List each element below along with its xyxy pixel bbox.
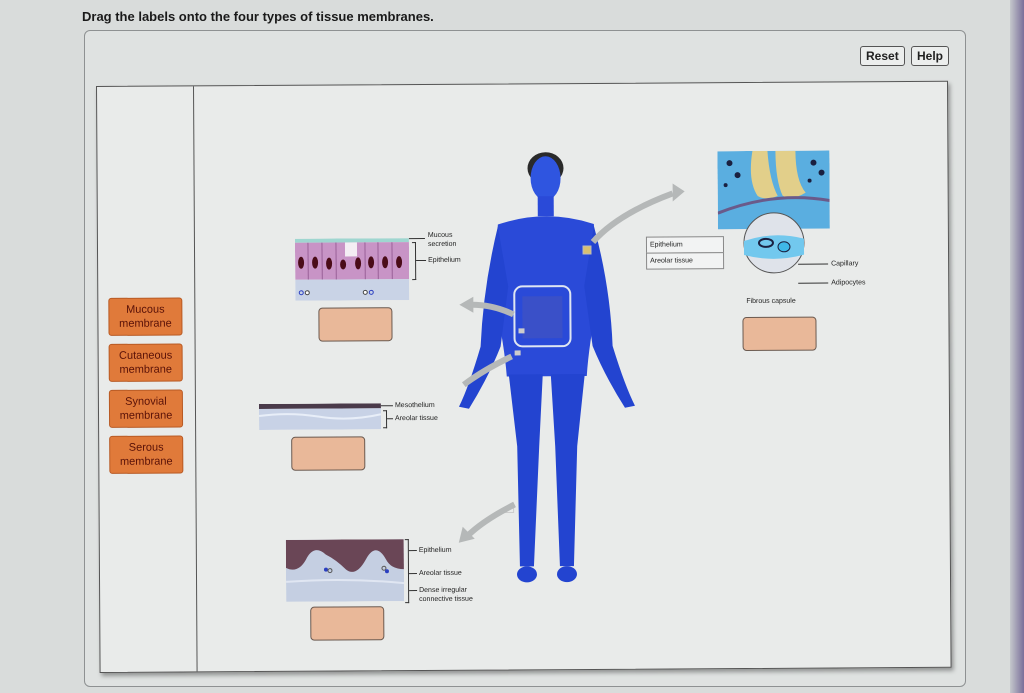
instruction-text: Drag the labels onto the four types of t… bbox=[82, 9, 434, 24]
annotation-fibrous-capsule: Fibrous capsule bbox=[746, 297, 796, 306]
label-cutaneous-membrane[interactable]: Cutaneous membrane bbox=[108, 343, 183, 382]
leader-line bbox=[408, 573, 417, 575]
pointer-arrows bbox=[458, 183, 685, 543]
annotation-areolar-tissue: Areolar tissue bbox=[395, 414, 438, 423]
reset-button[interactable]: Reset bbox=[860, 46, 905, 66]
label-bank: Mucous membrane Cutaneous membrane Synov… bbox=[97, 86, 198, 672]
serous-membrane-illustration bbox=[258, 403, 382, 431]
label-synovial-membrane[interactable]: Synovial membrane bbox=[108, 389, 184, 428]
leader-line bbox=[798, 263, 829, 265]
drag-drop-workspace: Mucous membrane Cutaneous membrane Synov… bbox=[96, 80, 952, 673]
dropzone-synovial[interactable] bbox=[742, 316, 817, 352]
leader-line bbox=[380, 405, 393, 407]
synovial-membrane-illustration bbox=[717, 150, 830, 276]
annotation-adipocytes: Adipocytes bbox=[831, 279, 866, 287]
screen-edge bbox=[1010, 0, 1024, 693]
leader-line bbox=[409, 590, 418, 592]
leader-line bbox=[416, 259, 427, 262]
bracket bbox=[382, 410, 388, 429]
leader-line bbox=[408, 237, 425, 240]
label-serous-membrane[interactable]: Serous membrane bbox=[109, 435, 184, 474]
dropzone-serous[interactable] bbox=[291, 436, 366, 471]
dropzone-mucous[interactable] bbox=[318, 307, 393, 342]
human-body-figure bbox=[437, 146, 650, 587]
annotation-mesothelium: Mesothelium bbox=[394, 401, 435, 410]
leader-line bbox=[387, 418, 394, 420]
label-mucous-membrane[interactable]: Mucous membrane bbox=[108, 297, 183, 336]
leader-line bbox=[408, 550, 417, 552]
bracket bbox=[404, 539, 410, 604]
mucous-membrane-illustration bbox=[294, 238, 410, 301]
help-button[interactable]: Help bbox=[911, 46, 950, 66]
annotation-capillary: Capillary bbox=[831, 260, 859, 268]
leader-line bbox=[798, 282, 829, 284]
cutaneous-membrane-illustration bbox=[285, 539, 405, 602]
dropzone-cutaneous[interactable] bbox=[310, 606, 385, 641]
